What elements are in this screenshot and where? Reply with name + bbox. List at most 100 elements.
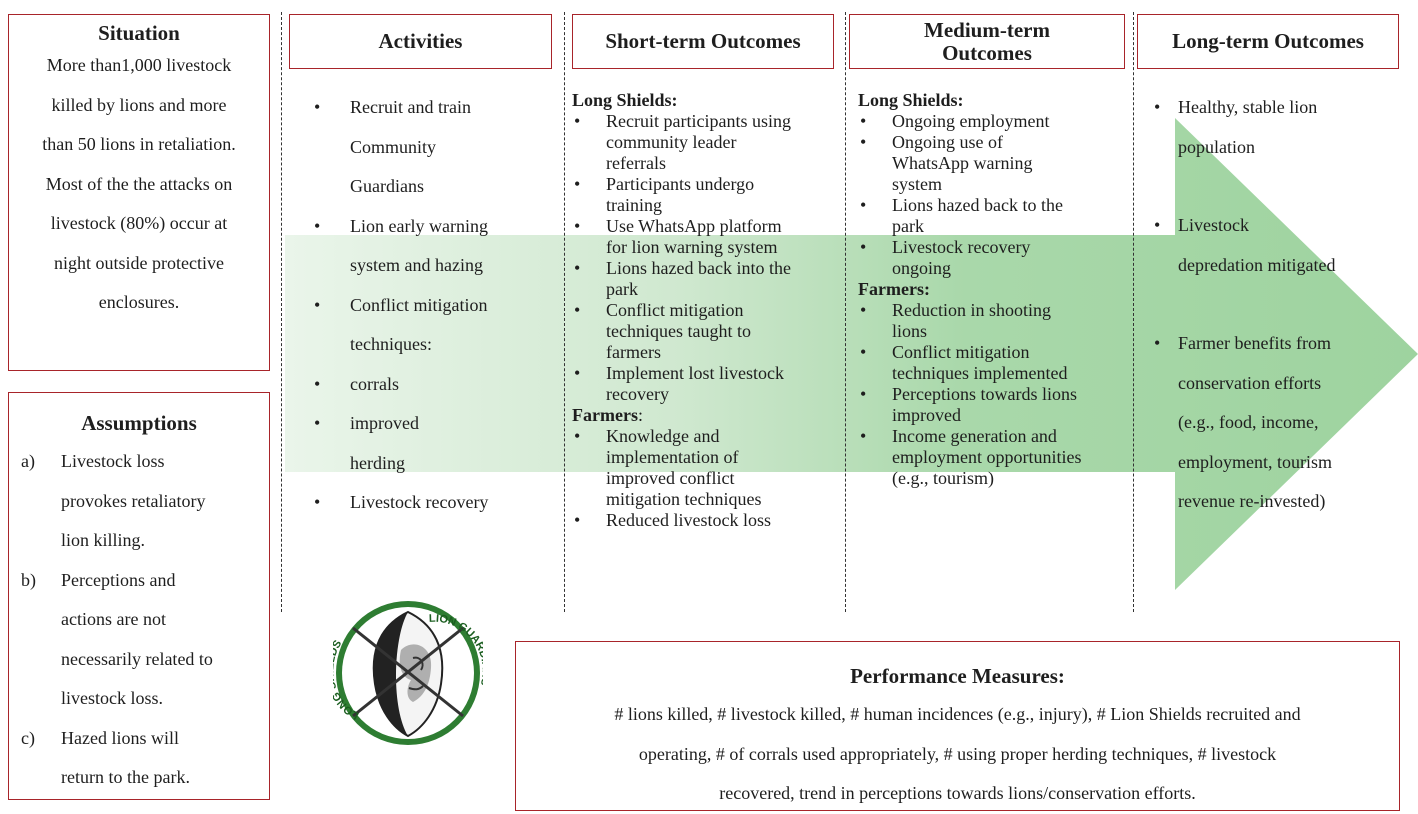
bullet: •: [574, 174, 581, 194]
activity-line: Livestock recovery: [350, 492, 489, 512]
medium-term-long-shields-list: • Ongoing employment • Ongoing use of Wh…: [858, 111, 1130, 279]
bullet: •: [314, 215, 321, 236]
long-term-list: • Healthy, stable lion population • Live…: [1148, 88, 1363, 522]
outcome-line: employment, tourism: [1178, 451, 1332, 472]
performance-line: recovered, trend in perceptions towards …: [719, 783, 1196, 803]
outcome-line: recovery: [606, 384, 669, 404]
outcome-line: lions: [892, 321, 928, 341]
outcome-line: employment opportunities: [892, 447, 1082, 467]
outcome-text: Reduction in shooting lions: [892, 300, 1130, 342]
bullet: •: [574, 363, 581, 383]
outcome-text: Knowledge and implementation of improved…: [606, 426, 836, 510]
activity-item: • Recruit and train Community Guardians: [300, 88, 545, 207]
situation-line: enclosures.: [98, 292, 180, 312]
bullet: •: [574, 258, 581, 278]
outcome-text: Reduced livestock loss: [606, 510, 836, 531]
activities-list-end: • Livestock recovery: [300, 483, 545, 523]
activity-line: Guardians: [350, 176, 424, 196]
assumption-item: a) Livestock loss provokes retaliatory l…: [9, 442, 269, 561]
outcome-line: Lions hazed back to the: [892, 195, 1063, 215]
outcome-item: • Implement lost livestock recovery: [572, 363, 836, 405]
activity-subtext: corrals: [350, 365, 545, 405]
assumption-line: Livestock loss: [61, 451, 165, 471]
section-heading-text: Farmers: [572, 405, 638, 425]
bullet: •: [1154, 333, 1161, 353]
bullet: •: [860, 384, 867, 404]
outcome-text: Healthy, stable lion population: [1178, 88, 1363, 167]
performance-text: # lions killed, # livestock killed, # hu…: [516, 695, 1399, 814]
outcome-text: Lions hazed back to the park: [892, 195, 1130, 237]
assumption-letter: a): [21, 451, 35, 471]
outcome-line: mitigation techniques: [606, 489, 762, 509]
performance-line: operating, # of corrals used appropriate…: [638, 743, 1277, 764]
medium-term-header: Medium-term Outcomes: [849, 14, 1125, 69]
activity-text: Livestock recovery: [350, 483, 545, 523]
activity-item: • Livestock recovery: [300, 483, 545, 523]
outcome-line: revenue re-invested): [1178, 491, 1326, 511]
outcome-line: Livestock: [1178, 215, 1249, 235]
outcome-item: • Income generation and employment oppor…: [858, 426, 1130, 489]
performance-line: # lions killed, # livestock killed, # hu…: [614, 704, 1301, 724]
outcome-text: Livestock depredation mitigated: [1178, 206, 1363, 285]
outcome-line: depredation mitigated: [1178, 254, 1336, 275]
outcome-line: Livestock recovery: [892, 237, 1031, 257]
outcome-item: • Ongoing employment: [858, 111, 1130, 132]
activities-list: • Recruit and train Community Guardians …: [300, 88, 545, 365]
outcome-line: ongoing: [892, 258, 952, 278]
situation-line: than 50 lions in retaliation.: [42, 134, 236, 154]
activity-line: techniques:: [350, 334, 432, 354]
section-heading-long-shields: Long Shields:: [572, 90, 678, 110]
outcome-line: Ongoing employment: [892, 111, 1050, 131]
bullet: •: [574, 426, 581, 446]
outcome-line: Income generation and: [892, 426, 1057, 446]
outcome-line: population: [1178, 136, 1255, 157]
assumption-text: Hazed lions will return to the park.: [61, 719, 256, 798]
outcome-item: • Perceptions towards lions improved: [858, 384, 1130, 426]
outcome-line: park: [606, 279, 638, 299]
outcome-line: (e.g., food, income,: [1178, 412, 1319, 432]
bullet: •: [860, 132, 867, 152]
assumption-item: c) Hazed lions will return to the park.: [9, 719, 269, 798]
outcome-text: Income generation and employment opportu…: [892, 426, 1130, 489]
activity-text: Lion early warning system and hazing: [350, 207, 545, 286]
bullet: •: [860, 195, 867, 215]
outcome-text: Conflict mitigation techniques taught to…: [606, 300, 836, 363]
outcome-line: for lion warning system: [606, 237, 778, 257]
outcome-line: park: [892, 216, 924, 236]
outcome-text: Livestock recovery ongoing: [892, 237, 1130, 279]
assumption-item: b) Perceptions and actions are not neces…: [9, 561, 269, 719]
medium-term-farmers-list: • Reduction in shooting lions • Conflict…: [858, 300, 1130, 489]
outcome-line: (e.g., tourism): [892, 468, 994, 488]
short-term-long-shields-list: • Recruit participants using community l…: [572, 111, 836, 405]
outcome-line: Reduced livestock loss: [606, 510, 771, 530]
section-heading-colon: :: [637, 405, 643, 425]
activity-subline: improved: [350, 413, 419, 433]
outcome-line: referrals: [606, 153, 666, 173]
outcome-item: • Knowledge and implementation of improv…: [572, 426, 836, 510]
assumption-text: Perceptions and actions are not necessar…: [61, 561, 256, 719]
performance-measures-box: Performance Measures: # lions killed, # …: [515, 641, 1400, 811]
outcome-line: Healthy, stable lion: [1178, 97, 1318, 117]
outcome-line: conservation efforts: [1178, 372, 1322, 393]
activity-line: Community: [350, 136, 437, 157]
outcome-line: Recruit participants using: [606, 111, 791, 131]
outcome-item: • Lions hazed back into the park: [572, 258, 836, 300]
assumptions-title: Assumptions: [81, 411, 197, 435]
outcome-text: Lions hazed back into the park: [606, 258, 836, 300]
outcome-item: • Recruit participants using community l…: [572, 111, 836, 174]
activity-text: Conflict mitigation techniques:: [350, 286, 545, 365]
outcome-item: • Healthy, stable lion population: [1148, 88, 1363, 167]
activity-text: Recruit and train Community Guardians: [350, 88, 545, 207]
outcome-item: • Livestock depredation mitigated: [1148, 206, 1363, 285]
bullet: •: [860, 111, 867, 131]
separator-line: [845, 12, 846, 612]
outcome-text: Ongoing use of WhatsApp warning system: [892, 132, 1130, 195]
activities-column: • Recruit and train Community Guardians …: [300, 88, 545, 523]
activity-subline: corrals: [350, 373, 399, 394]
outcome-text: Perceptions towards lions improved: [892, 384, 1130, 426]
outcome-line: Perceptions towards lions: [892, 384, 1077, 404]
bullet: •: [860, 237, 867, 257]
situation-title: Situation: [98, 21, 180, 45]
activity-line: Conflict mitigation: [350, 294, 488, 315]
outcome-line: Reduction in shooting: [892, 300, 1051, 320]
